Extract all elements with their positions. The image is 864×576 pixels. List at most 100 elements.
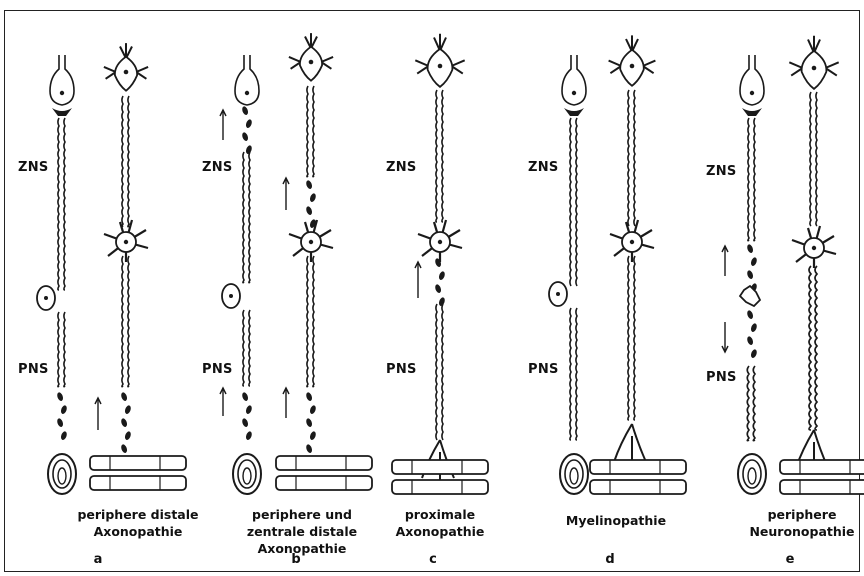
d-branches [614, 424, 646, 464]
a-upper-axon-left [122, 96, 123, 227]
e-sensory-axon-right [754, 118, 755, 241]
e-sensory-degeneration-fragment [750, 257, 758, 267]
e-sensory-nucleus [750, 91, 754, 95]
e-myelin-cap [742, 108, 762, 116]
a-lower-degeneration-fragment [120, 418, 128, 428]
a-sensory-soma [50, 55, 74, 105]
e-motor-upper-nucleus [812, 66, 817, 71]
c-proximal-degeneration-fragment [438, 271, 446, 281]
d-lower-motor-nucleus [630, 240, 634, 244]
e-receptor-inner [748, 468, 756, 484]
d-myelin-cap [564, 108, 584, 116]
b-upper-axon-left [307, 86, 308, 177]
c-proximal-degeneration-fragment [434, 284, 442, 294]
e-sensory-degeneration-2-fragment [746, 336, 754, 346]
e-upper-axon-right [816, 92, 817, 226]
b-lower-axon-right [313, 256, 314, 387]
b-lower-degeneration-fragment [309, 405, 317, 415]
a-lower-axon-left [122, 256, 123, 387]
a-sensory-axon-right [64, 118, 65, 290]
d-receptor-inner [570, 468, 578, 484]
b-sensory-nucleus [245, 91, 249, 95]
d-sensory-axon-right [576, 118, 577, 286]
b-lower-degeneration-fragment [305, 392, 313, 402]
b-lower-degeneration-fragment [305, 418, 313, 428]
b-upper-degeneration-fragment [309, 193, 317, 203]
b-motor-upper-nucleus [309, 60, 314, 65]
a-muscle-fiber-1 [90, 476, 186, 490]
e-muscle-fiber-1 [780, 480, 864, 494]
a-lower-degeneration-fragment [124, 405, 132, 415]
a-motor-upper-nucleus [124, 70, 129, 75]
d-sensory-axon-left [570, 118, 571, 286]
b-peripheral-degeneration-fragment [245, 431, 253, 441]
a-sensory-axon-left [58, 118, 59, 290]
d-sensory-nucleus [572, 91, 576, 95]
b-lower-degeneration-fragment [309, 431, 317, 441]
e-sensory-soma [740, 55, 764, 105]
c-lower-axon-left [436, 304, 437, 440]
c-upper-axon-right [442, 90, 443, 222]
e-sensory-degeneration-2-fragment [746, 310, 754, 320]
b-upper-degeneration-fragment [305, 206, 313, 216]
a-lower-motor-nucleus [124, 240, 128, 244]
b-peripheral-degeneration-fragment [241, 418, 249, 428]
e-degenerated-soma [740, 286, 760, 306]
c-motor-upper-nucleus [438, 64, 443, 69]
b-sensory-axon-right [249, 152, 250, 283]
d-sensory-axon-pns-right [576, 308, 577, 440]
a-ganglion-nucleus [44, 296, 48, 300]
a-sensory-nucleus [60, 91, 64, 95]
a-sensory-degeneration-fragment [56, 392, 64, 402]
c-lower-axon-right [442, 304, 443, 440]
e-sensory-degeneration-fragment [746, 270, 754, 280]
a-muscle-fiber-0 [90, 456, 186, 470]
b-lower-motor-nucleus [309, 240, 313, 244]
a-sensory-axon-pns-right [64, 312, 65, 387]
a-lower-degeneration-fragment [120, 392, 128, 402]
b-upper-axon-right [313, 86, 314, 177]
d-lower-axon-left [628, 256, 629, 420]
d-motor-upper-nucleus [630, 64, 635, 69]
a-lower-degeneration-fragment [120, 444, 128, 454]
a-lower-degeneration-fragment [124, 431, 132, 441]
c-lower-motor-nucleus [438, 240, 442, 244]
d-muscle-fiber-1 [590, 480, 686, 494]
d-sensory-axon-pns-left [570, 308, 571, 440]
c-muscle-fiber-0 [392, 460, 488, 474]
a-sensory-degeneration-fragment [60, 405, 68, 415]
e-lower-axon-left [809, 266, 811, 430]
b-sensory-axon-pns-left [243, 310, 244, 386]
e-sensory-degeneration-2-fragment [750, 349, 758, 359]
a-lower-axon-right [128, 256, 129, 387]
e-sensory-degeneration-2-fragment [750, 323, 758, 333]
d-upper-axon-left [628, 90, 629, 226]
b-central-degeneration-fragment [241, 106, 249, 116]
e-lower-motor-nucleus [812, 246, 816, 250]
d-sensory-soma [562, 55, 586, 105]
e-upper-axon-left [810, 92, 811, 226]
b-central-degeneration-fragment [241, 132, 249, 142]
b-sensory-axon-left [243, 152, 244, 283]
a-sensory-degeneration-fragment [60, 431, 68, 441]
a-myelin-cap [52, 108, 72, 116]
d-upper-axon-right [634, 90, 635, 226]
d-lower-axon-right [634, 256, 635, 420]
e-sensory-axon-left [748, 118, 749, 241]
b-muscle-fiber-1 [276, 476, 372, 490]
d-ganglion-nucleus [556, 292, 560, 296]
b-peripheral-degeneration-fragment [241, 392, 249, 402]
a-upper-axon-right [128, 96, 129, 227]
e-sensory-axon-pns-left [747, 366, 749, 441]
b-lower-axon-left [307, 256, 308, 387]
e-muscle-fiber-0 [780, 460, 864, 474]
a-sensory-axon-pns-left [58, 312, 59, 387]
e-sensory-axon-pns-right [753, 366, 755, 441]
a-sensory-degeneration-fragment [56, 418, 64, 428]
e-lower-axon-right [815, 266, 817, 430]
b-upper-degeneration-fragment [305, 180, 313, 190]
c-upper-axon-left [436, 90, 437, 222]
b-ganglion-nucleus [229, 294, 233, 298]
